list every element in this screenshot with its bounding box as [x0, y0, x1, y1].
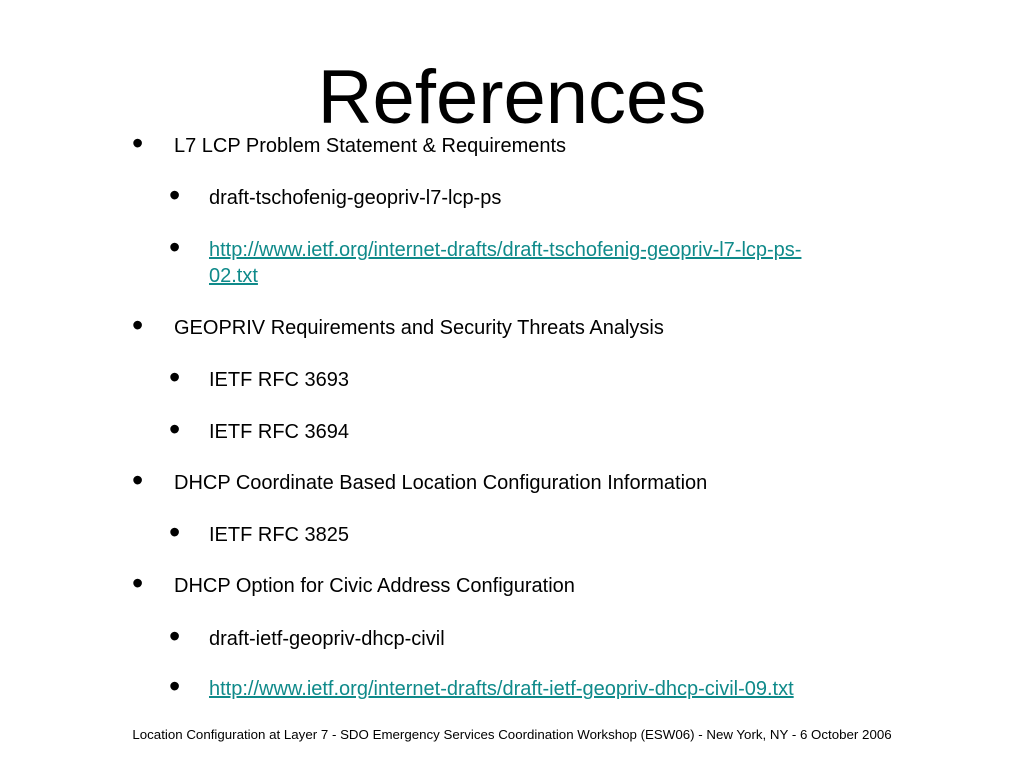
bullet-icon: •: [169, 618, 181, 654]
list-item-link-l7-lcp-ps: • http://www.ietf.org/internet-drafts/dr…: [169, 231, 909, 289]
bullet-icon: •: [169, 514, 181, 550]
link-draft-dhcp-civil[interactable]: http://www.ietf.org/internet-drafts/draf…: [209, 678, 794, 700]
link-line-2[interactable]: 02.txt: [209, 265, 258, 287]
list-item-label: draft-ietf-geopriv-dhcp-civil: [209, 628, 445, 650]
list-item-label: DHCP Option for Civic Address Configurat…: [174, 575, 575, 597]
list-item-dhcp-civic: • DHCP Option for Civic Address Configur…: [132, 567, 575, 599]
list-item-label: L7 LCP Problem Statement & Requirements: [174, 135, 567, 157]
bullet-icon: •: [169, 411, 181, 447]
list-item-geopriv-requirements: • GEOPRIV Requirements and Security Thre…: [132, 309, 664, 341]
list-item-draft-l7-lcp-ps: • draft-tschofenig-geopriv-l7-lcp-ps: [169, 179, 502, 211]
bullet-icon: •: [132, 565, 144, 601]
link-line-1[interactable]: http://www.ietf.org/internet-drafts/draf…: [209, 239, 802, 261]
list-item-label: IETF RFC 3694: [209, 421, 350, 443]
list-item-label: GEOPRIV Requirements and Security Threat…: [174, 317, 664, 339]
bullet-icon: •: [169, 359, 181, 395]
slide-title: References: [317, 55, 707, 140]
bullet-icon: •: [132, 307, 144, 343]
list-item-label: draft-tschofenig-geopriv-l7-lcp-ps: [209, 187, 502, 209]
list-item-rfc-3694: • IETF RFC 3694: [169, 413, 350, 445]
bullet-icon: •: [169, 177, 181, 213]
list-item-dhcp-coordinate: • DHCP Coordinate Based Location Configu…: [132, 464, 708, 496]
list-item-rfc-3693: • IETF RFC 3693: [169, 361, 350, 393]
list-item-label: DHCP Coordinate Based Location Configura…: [174, 472, 708, 494]
list-item-lcp-problem-statement: • L7 LCP Problem Statement & Requirement…: [132, 127, 567, 159]
link-draft-l7-lcp-ps[interactable]: http://www.ietf.org/internet-drafts/draf…: [209, 239, 801, 287]
list-item-link-dhcp-civil: • http://www.ietf.org/internet-drafts/dr…: [169, 670, 794, 702]
list-item-label: IETF RFC 3825: [209, 524, 350, 546]
bullet-icon: •: [169, 229, 181, 265]
list-item-rfc-3825: • IETF RFC 3825: [169, 516, 350, 548]
bullet-icon: •: [132, 125, 144, 161]
bullet-icon: •: [169, 668, 181, 704]
bullet-icon: •: [132, 462, 144, 498]
list-item-draft-dhcp-civil: • draft-ietf-geopriv-dhcp-civil: [169, 620, 445, 652]
list-item-label: IETF RFC 3693: [209, 369, 350, 391]
slide-footer: Location Configuration at Layer 7 - SDO …: [132, 727, 892, 742]
